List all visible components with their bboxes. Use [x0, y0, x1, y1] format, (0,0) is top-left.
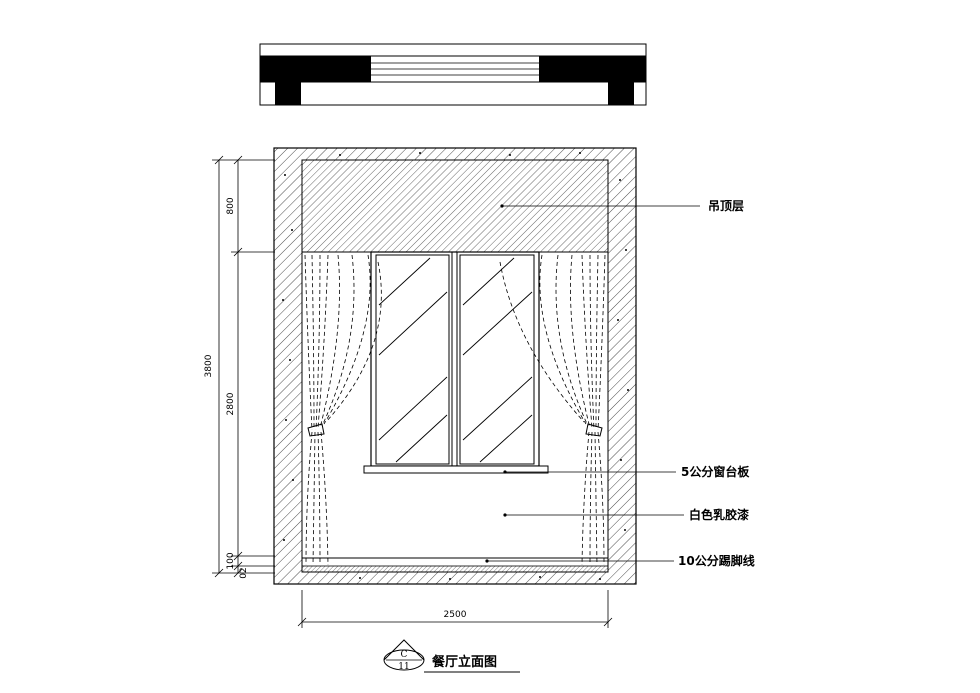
label-window-sill: 5公分窗台板: [681, 464, 750, 479]
symbol-top: C: [401, 650, 408, 660]
drawing-title: 餐厅立面图: [431, 654, 497, 670]
label-wall-paint: 白色乳胶漆: [689, 507, 749, 522]
curtain-ties: [307, 423, 603, 437]
symbol-bottom: 11: [398, 662, 409, 672]
plan-section: [259, 43, 647, 106]
label-ceiling: 吊顶层: [708, 199, 744, 213]
dim-floor-gap: 02: [239, 567, 249, 578]
window: [370, 251, 540, 467]
label-skirting: 10公分踢脚线: [678, 553, 755, 568]
skirting-board: [301, 557, 609, 573]
dim-wall-height: 2800: [226, 392, 236, 415]
leaders: [487, 205, 700, 562]
dim-ceiling-height: 800: [226, 197, 236, 214]
dim-width: 2500: [444, 610, 467, 620]
horizontal-dimension: [297, 590, 613, 628]
dim-total-height: 3800: [204, 354, 214, 377]
window-sill: [363, 465, 549, 474]
dim-skirting-height: 100: [226, 552, 236, 569]
drawing-symbol: C 11: [383, 639, 425, 672]
vertical-dimensions: [212, 155, 275, 578]
curtains: [304, 254, 606, 566]
